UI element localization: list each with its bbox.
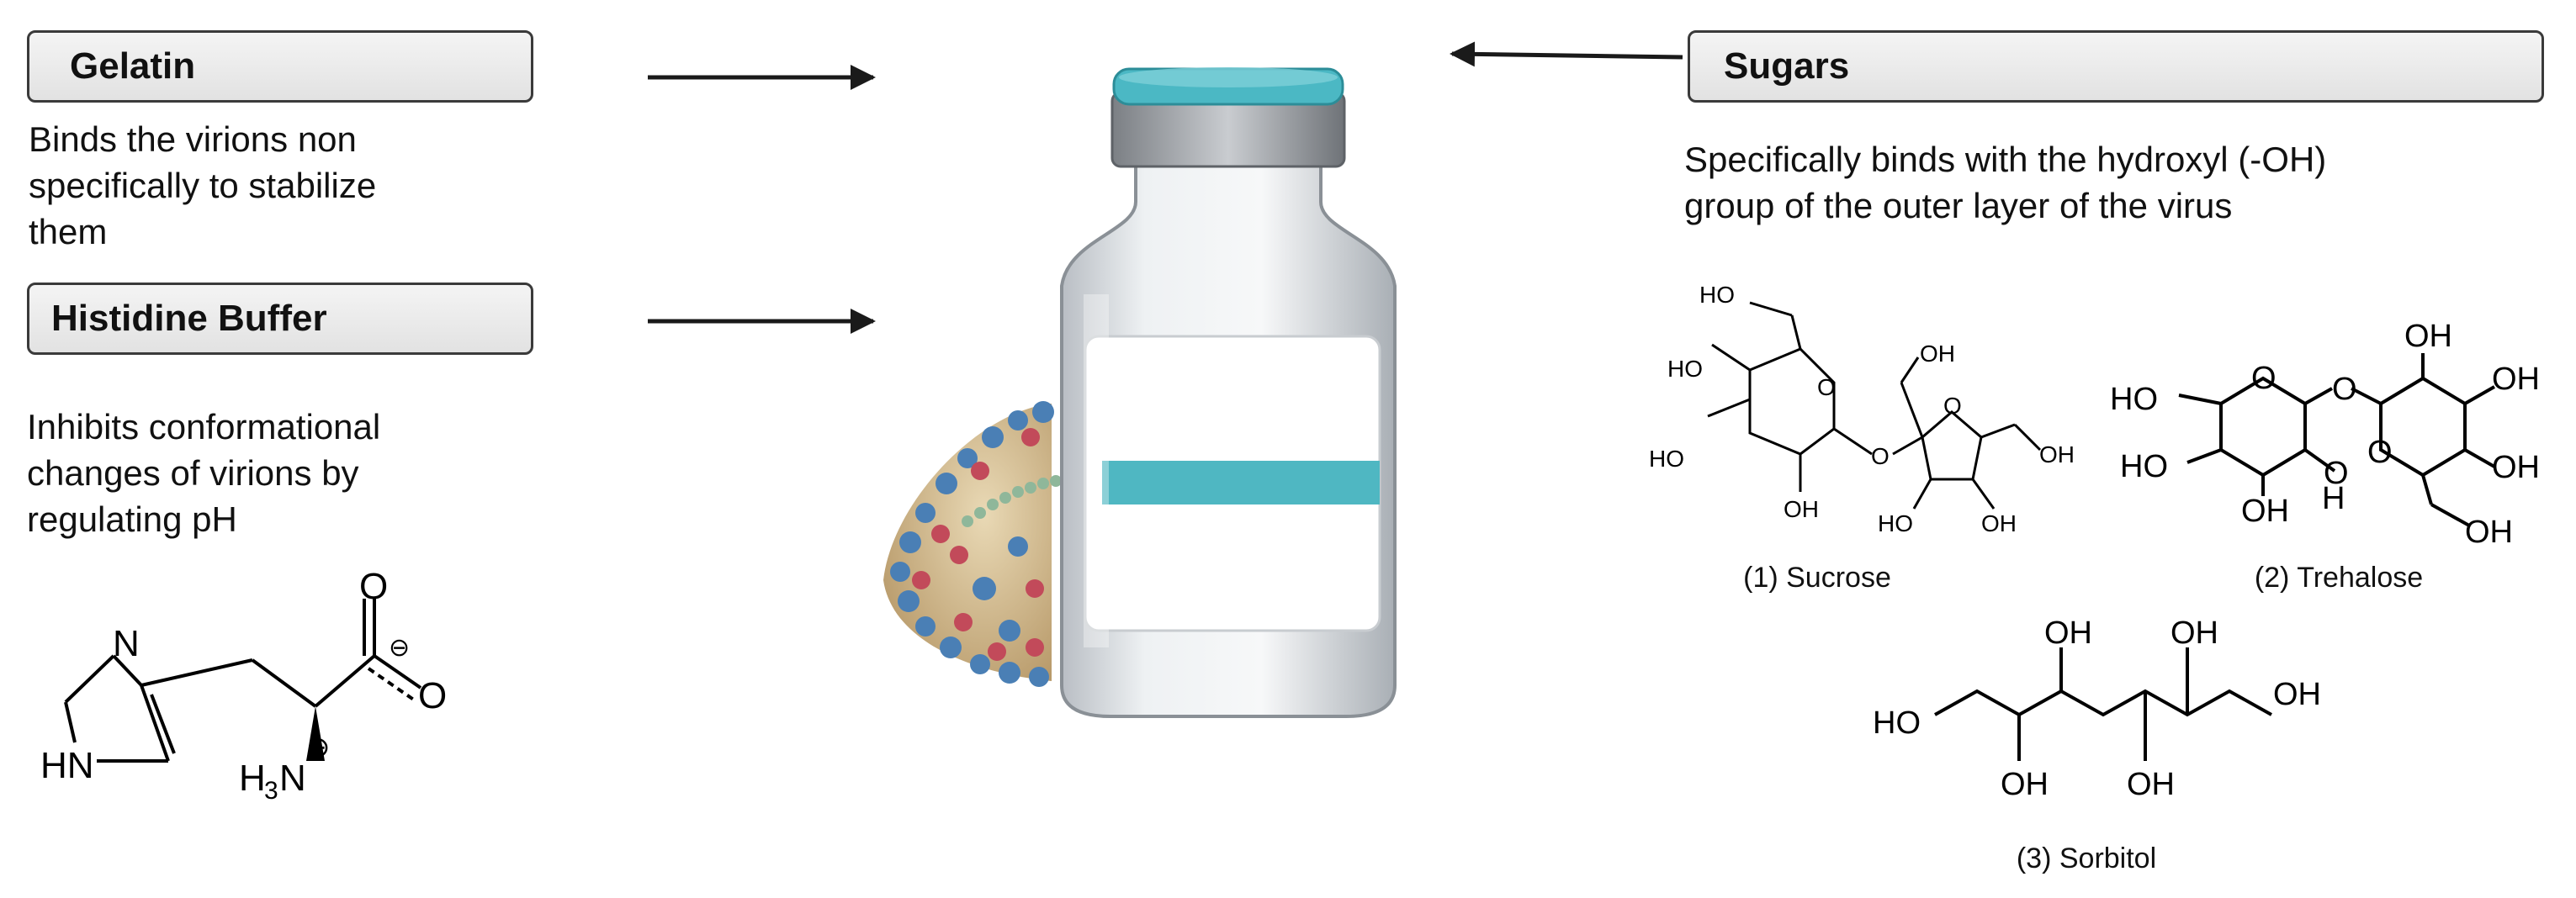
- histidine-desc-line: Inhibits conformational: [27, 407, 381, 446]
- gelatin-desc-line: specifically to stabilize: [29, 166, 377, 205]
- svg-text:O: O: [1943, 393, 1962, 419]
- sugars-title: Sugars: [1724, 45, 1850, 87]
- svg-text:OH: OH: [2465, 515, 2513, 550]
- svg-text:O: O: [359, 566, 388, 607]
- histidine-desc-line: changes of virions by: [27, 453, 359, 493]
- svg-text:O: O: [1817, 374, 1836, 400]
- svg-text:⊖: ⊖: [389, 634, 410, 662]
- svg-text:HO: HO: [1878, 510, 1913, 536]
- trehalose-structure: [2178, 353, 2495, 527]
- virion-illustration: [883, 401, 1062, 687]
- svg-text:OH: OH: [1784, 496, 1819, 522]
- sugars-description: Specifically binds with the hydroxyl (-O…: [1684, 136, 2326, 229]
- svg-text:H: H: [2322, 481, 2345, 516]
- svg-text:OH: OH: [2404, 319, 2452, 354]
- svg-text:HO: HO: [1873, 705, 1921, 741]
- svg-text:HO: HO: [1667, 356, 1703, 382]
- vial-illustration: [1060, 67, 1397, 718]
- sucrose-labels: HO HO HO OH O O OH O OH HO OH: [1649, 282, 2075, 536]
- svg-text:OH: OH: [2001, 767, 2049, 802]
- svg-text:H: H: [239, 758, 266, 799]
- gelatin-desc-line: Binds the virions non: [29, 119, 357, 159]
- svg-text:OH: OH: [2039, 441, 2075, 467]
- histidine-structure: [64, 599, 422, 763]
- svg-text:O: O: [2367, 435, 2393, 470]
- sugars-arrow: [1450, 41, 1683, 67]
- svg-text:HN: HN: [40, 745, 94, 786]
- svg-text:OH: OH: [2127, 767, 2175, 802]
- histidine-title-box: Histidine Buffer: [27, 283, 533, 355]
- svg-text:N: N: [113, 623, 140, 664]
- sorbitol-labels: HO OH OH OH OH OH: [1873, 615, 2321, 802]
- sugars-title-box: Sugars: [1688, 30, 2544, 103]
- svg-text:OH: OH: [2492, 362, 2540, 397]
- svg-text:O: O: [2251, 361, 2277, 396]
- svg-text:OH: OH: [2273, 677, 2321, 712]
- svg-text:OH: OH: [2492, 450, 2540, 485]
- sorbitol-caption: (3) Sorbitol: [2016, 843, 2157, 874]
- svg-text:OH: OH: [1920, 341, 1955, 367]
- sucrose-structure: [1707, 301, 2042, 510]
- gelatin-description: Binds the virions non specifically to st…: [29, 116, 376, 255]
- svg-text:OH: OH: [1981, 510, 2017, 536]
- svg-text:O: O: [1871, 443, 1890, 469]
- svg-text:O: O: [2324, 456, 2349, 491]
- sugars-desc-line: Specifically binds with the hydroxyl (-O…: [1684, 140, 2327, 179]
- gelatin-title-box: Gelatin: [27, 30, 533, 103]
- svg-text:OH: OH: [2044, 615, 2092, 651]
- sucrose-caption: (1) Sucrose: [1743, 562, 1891, 594]
- svg-text:HO: HO: [1699, 282, 1735, 308]
- histidine-labels: N HN O O ⊖ H 3 N ⊕: [40, 566, 447, 805]
- svg-text:O: O: [418, 675, 447, 716]
- histidine-title: Histidine Buffer: [51, 298, 327, 339]
- histidine-desc-line: regulating pH: [27, 499, 237, 539]
- svg-text:HO: HO: [2120, 449, 2168, 484]
- trehalose-labels: HO O HO OH O H O O OH OH OH OH: [2110, 319, 2540, 550]
- trehalose-caption: (2) Trehalose: [2254, 562, 2424, 594]
- gelatin-title: Gelatin: [70, 45, 196, 87]
- histidine-description: Inhibits conformational changes of virio…: [27, 404, 380, 542]
- svg-text:OH: OH: [2171, 615, 2218, 651]
- sorbitol-structure: [1934, 647, 2272, 761]
- svg-text:O: O: [2332, 372, 2357, 407]
- svg-text:HO: HO: [1649, 446, 1684, 472]
- sugars-desc-line: group of the outer layer of the virus: [1684, 186, 2233, 225]
- svg-text:3: 3: [264, 777, 278, 805]
- svg-text:HO: HO: [2110, 382, 2158, 417]
- gelatin-desc-line: them: [29, 212, 108, 251]
- svg-text:OH: OH: [2241, 494, 2289, 529]
- svg-text:⊕: ⊕: [306, 732, 331, 763]
- svg-text:N: N: [279, 758, 306, 799]
